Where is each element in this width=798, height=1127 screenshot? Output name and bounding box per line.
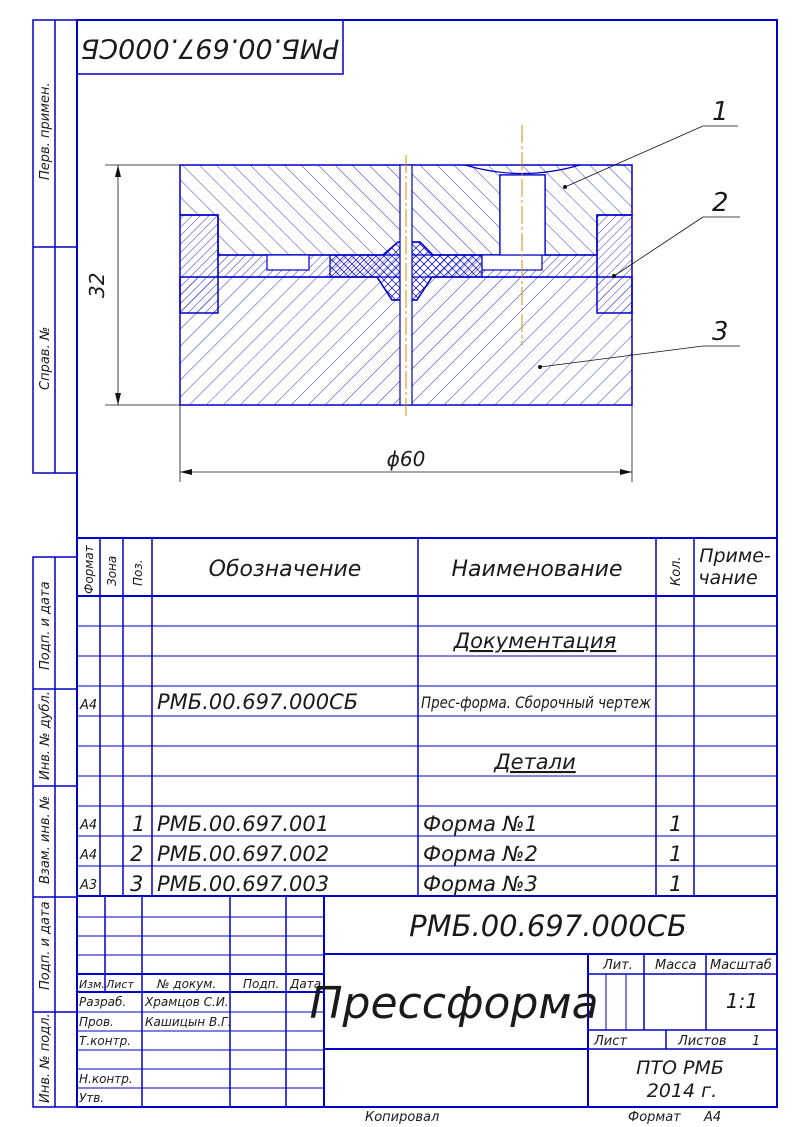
organization: ПТО РМБ <box>636 1057 724 1079</box>
sheet-frame <box>32 19 778 1108</box>
hdr-format: Формат <box>82 544 96 594</box>
row-format: А4 <box>79 818 97 833</box>
callout-1: 1 <box>712 97 729 127</box>
label-sprav-no: Справ. № <box>38 327 53 390</box>
row-pos: 3 <box>130 872 143 896</box>
row-designation: РМБ.00.697.001 <box>157 812 329 836</box>
lbl-prov: Пров. <box>79 1015 114 1029</box>
label-inv-podl: Инв. № подл. <box>38 1013 53 1103</box>
row-format: А4 <box>79 848 97 863</box>
label-podp-data-1: Подп. и дата <box>38 581 53 670</box>
lbl-podp: Подп. <box>243 977 279 991</box>
section-parts: Детали <box>493 750 576 774</box>
row-name: Форма №3 <box>423 872 538 896</box>
lbl-lit: Лит. <box>602 958 633 973</box>
side-labels: Перв. примен. Справ. № Подп. и дата Инв.… <box>38 82 53 1103</box>
row-qty: 1 <box>669 872 682 896</box>
title-block-designation: РМБ.00.697.000СБ <box>409 909 687 943</box>
row-format: А4 <box>79 698 97 713</box>
row-name: Форма №2 <box>423 842 538 866</box>
top-stamp: РМБ.00.697.000СБ <box>76 19 344 75</box>
section-documentation: Документация <box>453 629 617 653</box>
dimensions: 32 ϕ60 <box>85 164 633 482</box>
title-block-title: Прессформа <box>309 978 598 1029</box>
row-pos: 1 <box>132 812 145 836</box>
lbl-tkontr: Т.контр. <box>79 1034 131 1048</box>
callout-2: 2 <box>712 188 729 218</box>
hdr-note-1: Приме- <box>699 545 771 567</box>
dim-diameter: ϕ60 <box>387 447 426 471</box>
label-inv-dubl: Инв. № дубл. <box>38 691 53 780</box>
table-row: А4 2 РМБ.00.697.002 Форма №2 1 <box>79 842 682 866</box>
row-name: Прес-форма. Сборочный чертеж <box>421 693 651 712</box>
lbl-massa: Масса <box>655 958 696 973</box>
lbl-nkontr: Н.контр. <box>79 1072 133 1086</box>
developer-name: Храмцов С.И. <box>144 995 229 1009</box>
top-stamp-text: РМБ.00.697.000СБ <box>81 33 340 64</box>
lbl-doc-no: № докум. <box>156 977 216 991</box>
footer-format-label: Формат <box>628 1110 681 1125</box>
table-row: А4 РМБ.00.697.000СБ Прес-форма. Сборочны… <box>79 690 651 714</box>
lbl-masshtab: Масштаб <box>710 958 772 973</box>
lbl-list: Лист <box>105 978 134 991</box>
footer-format-value: А4 <box>703 1110 721 1125</box>
lbl-sheet: Лист <box>593 1034 627 1049</box>
row-qty: 1 <box>669 812 682 836</box>
assembly-section-view <box>179 125 633 418</box>
lbl-razrab: Разраб. <box>79 995 126 1009</box>
scale-value: 1:1 <box>726 989 758 1013</box>
year: 2014 г. <box>647 1080 717 1102</box>
label-podp-data-2: Подп. и дата <box>38 901 53 990</box>
row-qty: 1 <box>669 842 682 866</box>
row-designation: РМБ.00.697.000СБ <box>157 690 358 714</box>
row-designation: РМБ.00.697.002 <box>157 842 329 866</box>
lbl-data: Дата <box>289 977 321 991</box>
hdr-qty: Кол. <box>669 556 684 586</box>
hdr-note-2: чание <box>698 567 757 589</box>
lbl-sheets: Листов <box>677 1034 727 1049</box>
checker-name: Кашицын В.Г. <box>145 1015 232 1029</box>
lbl-utv: Утв. <box>79 1091 104 1105</box>
table-row: А3 3 РМБ.00.697.003 Форма №3 1 <box>79 872 682 896</box>
callouts: 1 2 3 <box>538 97 740 369</box>
lbl-izm: Изм. <box>79 978 105 991</box>
callout-3: 3 <box>712 317 729 347</box>
row-format: А3 <box>79 878 97 893</box>
row-pos: 2 <box>130 842 143 866</box>
title-block: РМБ.00.697.000СБ Прессформа Изм. Лист № … <box>77 896 777 1107</box>
table-row: А4 1 РМБ.00.697.001 Форма №1 1 <box>79 812 682 836</box>
label-vzam-inv: Взам. инв. № <box>38 796 53 884</box>
hdr-zone: Зона <box>105 556 119 586</box>
dim-height: 32 <box>85 273 109 298</box>
footer: Копировал Формат А4 <box>365 1110 721 1125</box>
hdr-pos: Поз. <box>131 559 145 586</box>
footer-copied: Копировал <box>365 1110 439 1125</box>
label-perv-primen: Перв. примен. <box>38 82 53 180</box>
row-name: Форма №1 <box>423 812 538 836</box>
row-designation: РМБ.00.697.003 <box>157 872 329 896</box>
sheets-count: 1 <box>752 1034 760 1049</box>
hdr-designation: Обозначение <box>209 557 362 582</box>
spec-table: Формат Зона Поз. Обозначение Наименовани… <box>77 537 777 897</box>
hdr-name: Наименование <box>452 557 623 582</box>
